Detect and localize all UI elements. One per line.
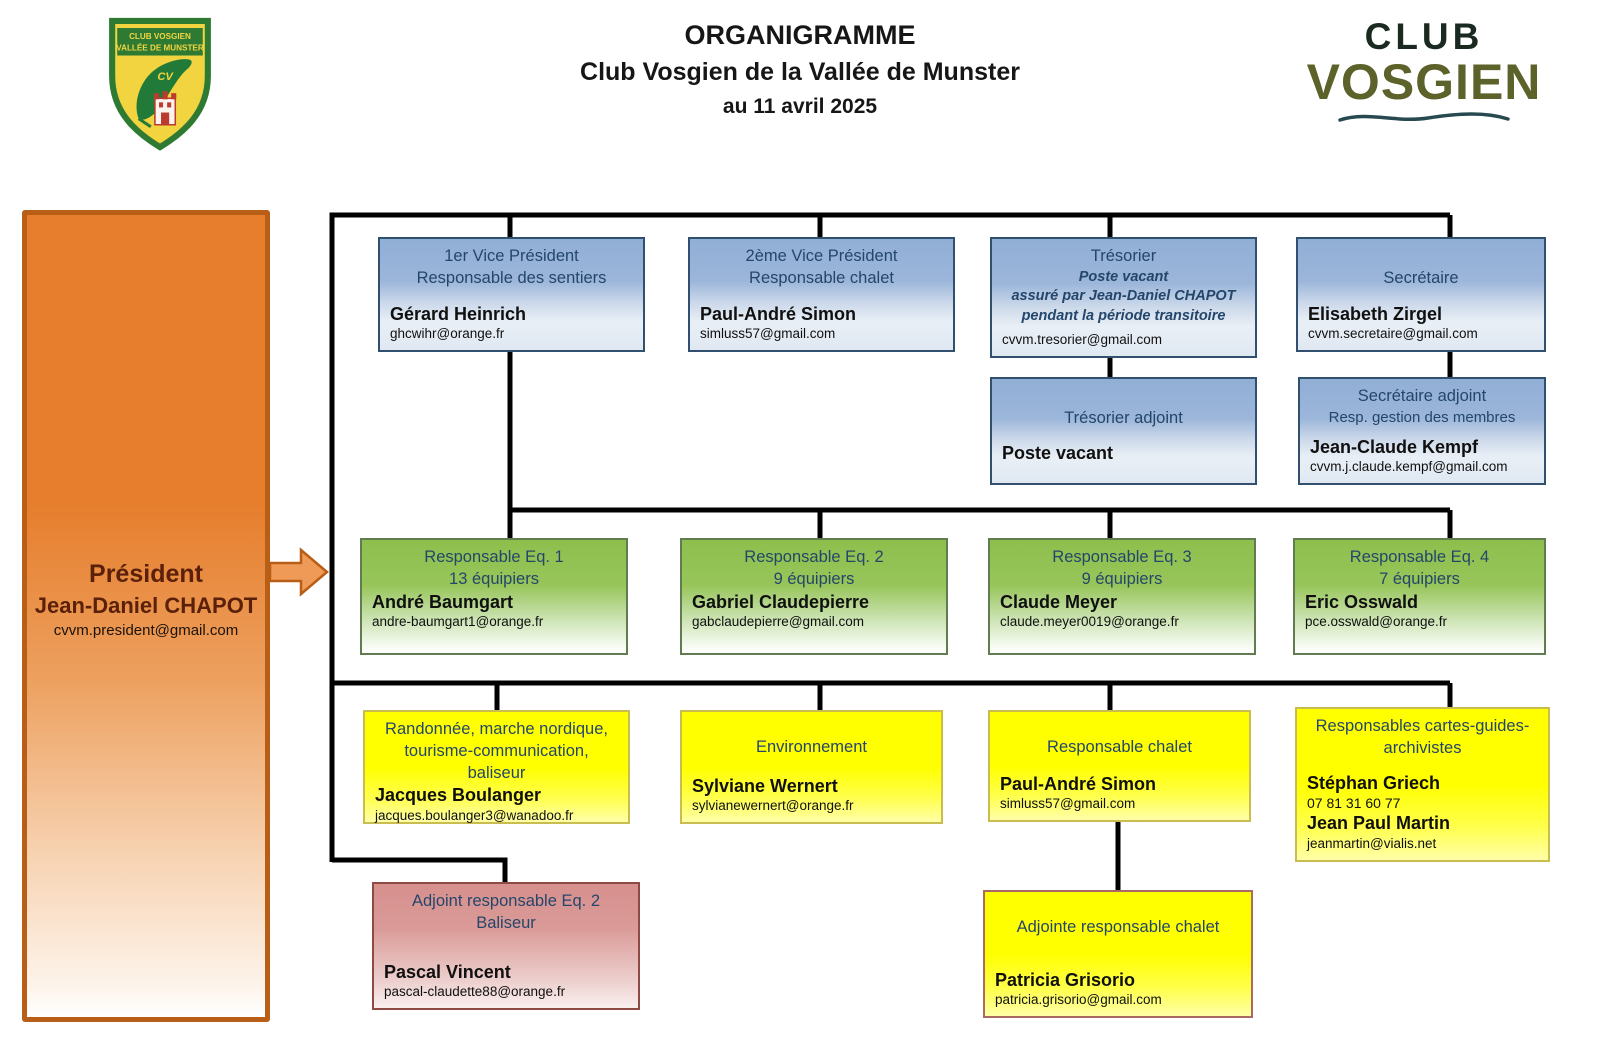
box-eq3: Responsable Eq. 3 9 équipiers Claude Mey… [988,538,1256,655]
box-title: Responsable Eq. 4 [1349,548,1490,566]
box-subtitle: Responsable chalet [749,268,894,287]
person-name: Pascal Vincent [384,961,511,982]
person-name: Claude Meyer [1000,591,1118,612]
box-title: Responsable Eq. 3 [1052,548,1192,566]
person-email: simluss57@gmail.com [1000,796,1136,812]
box-eq4: Responsable Eq. 4 7 équipiers Eric Osswa… [1293,538,1546,655]
box-eq1: Responsable Eq. 1 13 équipiers André Bau… [360,538,628,655]
person-email: sylvianewernert@orange.fr [692,798,854,814]
person-email: pascal-claudette88@orange.fr [384,984,566,1000]
box-subtitle: 9 équipiers [1081,569,1163,588]
club-shield-logo-icon: CLUB VOSGIEN VALLÉE DE MUNSTER CV [109,17,211,151]
box-subtitle: tourisme-communication, baliseur [404,741,589,782]
box-eq2: Responsable Eq. 2 9 équipiers Gabriel Cl… [680,538,948,655]
box-cartes-guides: Responsables cartes-guides- archivistes … [1295,707,1550,862]
box-title: Responsable Eq. 1 [424,548,564,566]
president-name: Jean-Daniel CHAPOT [34,593,258,618]
person-email: cvvm.tresorier@gmail.com [1002,332,1162,348]
box-chalet: Responsable chalet Paul-André Simon siml… [988,710,1251,822]
box-title: Secrétaire adjoint [1357,387,1487,405]
person-phone: 07 81 31 60 77 [1307,795,1401,812]
person-email: cvvm.secretaire@gmail.com [1308,326,1478,342]
box-subtitle: Responsable des sentiers [416,268,607,287]
vacancy-note: assuré par Jean-Daniel CHAPOT [1011,288,1236,305]
box-title: Randonnée, marche nordique, [385,720,608,738]
page-title: ORGANIGRAMME [684,20,916,50]
box-tresorier-adjoint: Trésorier adjoint Poste vacant [990,377,1257,485]
box-subtitle: Resp. gestion des membres [1328,408,1516,426]
box-vp2: 2ème Vice Président Responsable chalet P… [688,237,955,352]
club-vosgien-logo: CLUB VOSGIEN [1296,18,1552,131]
shield-band-line2: VALLÉE DE MUNSTER [116,42,204,52]
president-text: Président Jean-Daniel CHAPOT cvvm.presid… [27,560,265,639]
person-name: Gérard Heinrich [390,303,527,324]
holly-leaf-icon [136,59,192,120]
box-secretaire-adjoint: Secrétaire adjoint Resp. gestion des mem… [1298,377,1546,485]
page-date: au 11 avril 2025 [722,95,878,118]
box-title: 1er Vice Président [444,247,579,265]
castle-emblem-icon [153,91,177,126]
box-title: Responsable Eq. 2 [744,548,884,566]
person-email: claude.meyer0019@orange.fr [1000,614,1179,630]
person-email: gabclaudepierre@gmail.com [692,614,865,630]
box-title: Responsable chalet [1047,738,1192,756]
shield-monogram: CV [157,71,174,83]
person-name: Patricia Grisorio [995,969,1136,990]
box-title: 2ème Vice Président [745,247,898,265]
person-email: ghcwihr@orange.fr [390,326,505,342]
box-tresorier: Trésorier Poste vacant assuré par Jean-D… [990,237,1257,358]
box-subtitle: 13 équipiers [449,569,539,588]
person-email: patricia.grisorio@gmail.com [995,992,1162,1008]
header: ORGANIGRAMME Club Vosgien de la Vallée d… [0,20,1600,119]
person-name: Sylviane Wernert [692,775,838,796]
president-email: cvvm.president@gmail.com [53,622,239,639]
box-title: Environnement [756,738,867,756]
president-title: Président [89,560,203,588]
person-name: Paul-André Simon [1000,773,1157,794]
box-title: Trésorier [1090,247,1157,265]
box-secretaire: Secrétaire Elisabeth Zirgel cvvm.secreta… [1296,237,1546,352]
person-name: Poste vacant [1002,442,1114,463]
person-name: Paul-André Simon [700,303,857,324]
person-name: Elisabeth Zirgel [1308,303,1443,324]
vacancy-note: Poste vacant [1078,268,1169,285]
logo-vosgien-text: VOSGIEN [1306,54,1542,110]
box-adjointe-chalet: Adjointe responsable chalet Patricia Gri… [983,890,1253,1018]
logo-club-text: CLUB [1364,16,1484,57]
box-environnement: Environnement Sylviane Wernert sylvianew… [680,710,943,824]
person-email: andre-baumgart1@orange.fr [372,614,544,630]
person-name: Jean Paul Martin [1307,813,1451,834]
person-email: pce.osswald@orange.fr [1305,614,1448,630]
box-subtitle: 7 équipiers [1379,569,1460,588]
person-name: Jacques Boulanger [375,785,542,806]
person-name: André Baumgart [372,591,514,612]
vacancy-note: pendant la période transitoire [1021,307,1226,324]
president-arrow-icon [268,547,329,597]
person-name: Gabriel Claudepierre [692,591,870,612]
person-name: Jean-Claude Kempf [1310,436,1479,457]
logo-wave-icon [1338,112,1510,122]
person-email: simluss57@gmail.com [700,326,836,342]
person-email: jeanmartin@vialis.net [1307,835,1437,851]
box-rando: Randonnée, marche nordique, tourisme-com… [363,710,630,824]
box-adjoint-eq2: Adjoint responsable Eq. 2 Baliseur Pasca… [372,882,640,1010]
person-email: cvvm.j.claude.kempf@gmail.com [1310,459,1508,475]
page-subtitle: Club Vosgien de la Vallée de Munster [580,58,1020,86]
box-title: Responsables cartes-guides- [1315,717,1530,735]
box-president: Président Jean-Daniel CHAPOT cvvm.presid… [22,210,270,1022]
box-title: Adjointe responsable chalet [1016,918,1220,936]
box-subtitle: archivistes [1383,738,1462,757]
box-subtitle: Baliseur [476,913,536,932]
box-title: Adjoint responsable Eq. 2 [411,892,601,910]
box-vp1: 1er Vice Président Responsable des senti… [378,237,645,352]
person-name: Stéphan Griech [1307,772,1441,793]
box-subtitle: 9 équipiers [773,569,855,588]
shield-band-line1: CLUB VOSGIEN [129,32,191,41]
box-title: Secrétaire [1383,269,1459,287]
person-name: Eric Osswald [1305,591,1419,612]
person-email: jacques.boulanger3@wanadoo.fr [375,807,574,823]
box-title: Trésorier adjoint [1064,409,1183,427]
